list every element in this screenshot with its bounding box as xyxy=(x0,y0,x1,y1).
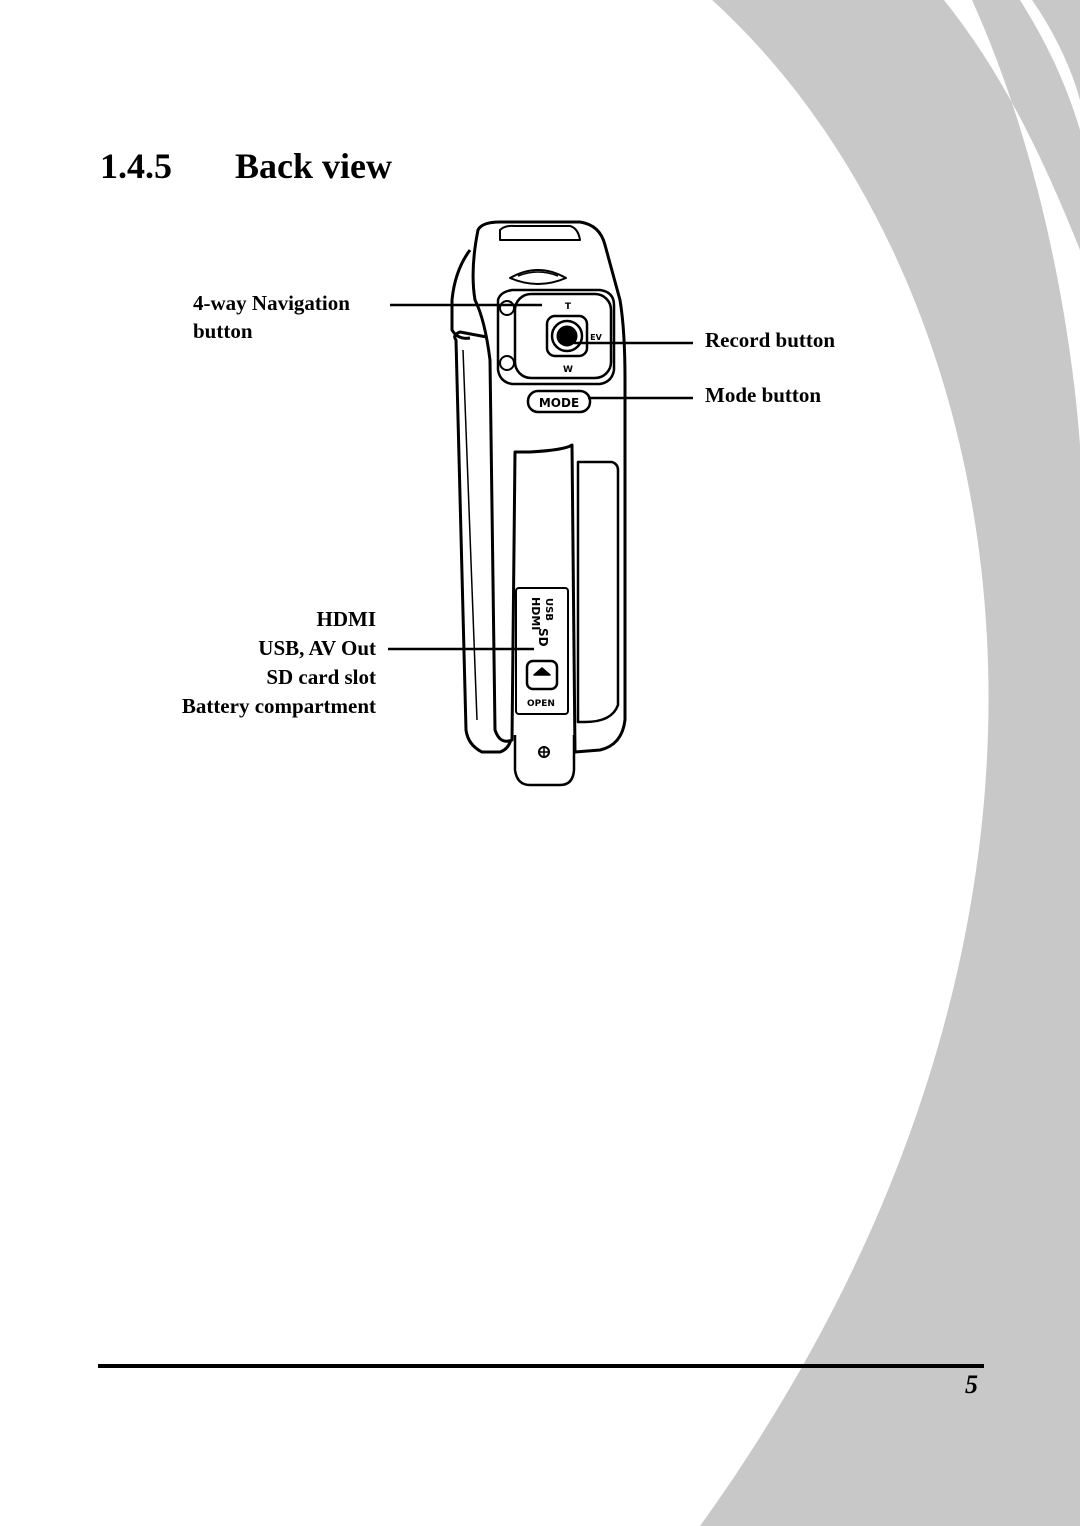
decor-band-outer xyxy=(700,0,1080,1526)
port-cover xyxy=(515,587,569,715)
grip-panel xyxy=(576,460,620,724)
nav-surround xyxy=(496,288,616,386)
label-sd-card-slot: SD card slot xyxy=(266,665,376,689)
record-button-frame xyxy=(545,314,589,358)
nav-small-button-bottom xyxy=(499,355,515,371)
nav-small-button-top xyxy=(499,300,515,316)
mode-key-text: MODE xyxy=(539,396,579,410)
screw xyxy=(538,746,550,758)
open-text: OPEN xyxy=(527,699,555,709)
label-battery-compartment: Battery compartment xyxy=(181,694,376,718)
label-hdmi: HDMI xyxy=(316,607,377,631)
sd-latch-arrow xyxy=(533,667,551,676)
port-usb-text: USB xyxy=(543,598,554,621)
sd-latch xyxy=(525,659,559,691)
record-button-ring xyxy=(550,319,584,353)
page-number: 5 xyxy=(965,1370,978,1399)
label-nav-line1: 4-way Navigation xyxy=(193,291,350,315)
label-usb-av-out: USB, AV Out xyxy=(258,636,376,660)
sd-logo-text: SD xyxy=(536,628,550,647)
nav-bottom-text: W xyxy=(563,365,573,375)
record-button-dot xyxy=(556,325,578,347)
speaker-slot xyxy=(509,269,567,285)
port-hdmi-text: HDMI xyxy=(529,597,542,630)
label-mode-button: Mode button xyxy=(705,383,822,407)
footer-rule xyxy=(98,1364,984,1368)
section-number: 1.4.5 xyxy=(100,146,172,186)
battery-tab xyxy=(513,735,576,787)
section-title: Back view xyxy=(235,146,392,186)
mode-button-shape xyxy=(526,389,592,414)
label-nav-line2: button xyxy=(193,319,253,343)
nav-right-text: EV xyxy=(590,333,602,342)
lcd-panel-inner xyxy=(462,349,478,721)
label-record-button: Record button xyxy=(705,328,836,352)
nav-top-text: T xyxy=(565,302,572,312)
top-bump xyxy=(499,224,581,241)
hinge xyxy=(450,249,472,340)
